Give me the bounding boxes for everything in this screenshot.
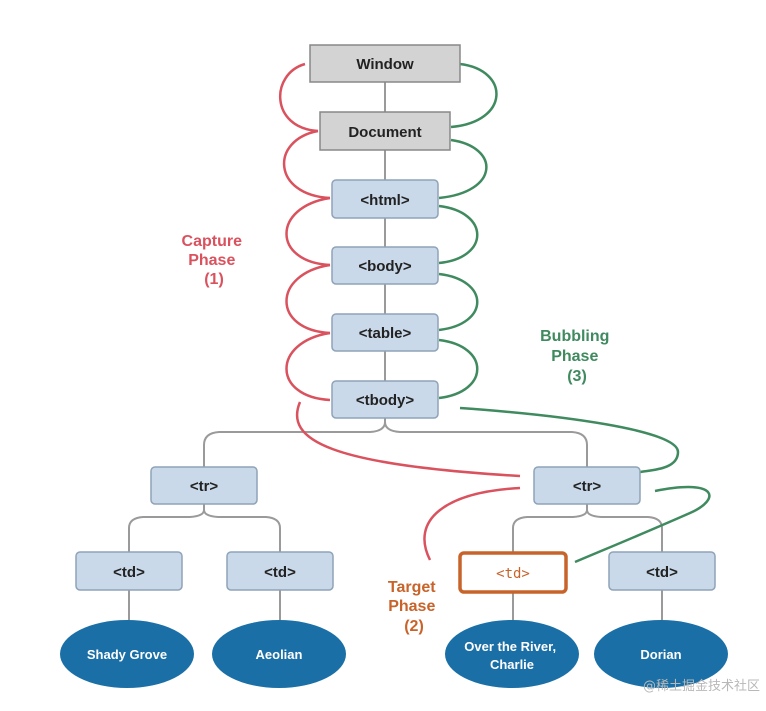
watermark-text: @稀土掘金技术社区 [643,678,760,694]
leaf-shady-grove-text: Shady Grove [87,647,167,662]
td-4-label: <td> [646,564,678,581]
capture-line2: Phase [188,252,235,269]
body-node: <body> [331,246,439,285]
td-target-label: <td> [496,566,530,582]
target-line3: (2) [404,618,424,635]
svg-text:Over the River, Charlie: Over the River, Charlie [464,639,559,672]
leaf-shady-grove: Shady Grove [60,620,194,688]
leaf-over-the-river-line1: Over the River, [464,639,556,654]
bubbling-arrows [438,62,711,564]
bubbling-line3: (3) [567,368,587,385]
capture-line1: Capture [182,233,243,250]
bubbling-phase-label: Bubbling Phase (3) [540,328,614,385]
td-1-node: <td> [75,551,183,591]
leaf-aeolian-text: Aeolian [256,647,303,662]
svg-text:Capture Phase (1): Capture Phase (1) [182,233,247,288]
capture-arrows [279,62,521,561]
svg-text:Aeolian: Aeolian [256,647,303,662]
td-target-node: <td> [458,551,568,594]
tr-right-node: <tr> [533,466,641,505]
document-label: Document [348,124,421,141]
target-phase-label: Target Phase (2) [388,579,440,635]
capture-phase-label: Capture Phase (1) [182,233,247,288]
window-label: Window [356,56,414,73]
svg-text:Bubbling Phase (3): Bubbling Phase (3) [540,328,614,385]
bubbling-line1: Bubbling [540,328,609,345]
table-node: <table> [331,313,439,352]
td-1-label: <td> [113,564,145,581]
td-2-node: <td> [226,551,334,591]
svg-text:Target Phase (2): Target Phase (2) [388,579,440,635]
target-line1: Target [388,579,436,596]
tbody-node: <tbody> [331,380,439,419]
td-2-label: <td> [264,564,296,581]
bubbling-line2: Phase [551,348,598,365]
tree-connectors [128,82,663,622]
tr-left-node: <tr> [150,466,258,505]
svg-text:Shady Grove: Shady Grove [87,647,167,662]
leaf-over-the-river-line2: Charlie [490,657,534,672]
capture-line3: (1) [204,271,224,288]
document-node: Document [319,111,451,151]
body-label: <body> [358,258,412,275]
tr-left-label: <tr> [190,478,219,495]
leaf-dorian-text: Dorian [640,647,681,662]
html-node: <html> [331,179,439,219]
tbody-label: <tbody> [356,392,415,409]
tr-right-label: <tr> [573,478,602,495]
leaf-aeolian: Aeolian [212,620,346,688]
td-4-node: <td> [608,551,716,591]
html-label: <html> [360,192,409,209]
window-node: Window [309,44,461,83]
leaf-dorian: Dorian [594,620,728,688]
svg-text:Dorian: Dorian [640,647,681,662]
table-label: <table> [359,325,412,342]
target-line2: Phase [388,598,435,615]
leaf-over-the-river: Over the River, Charlie [445,620,579,688]
